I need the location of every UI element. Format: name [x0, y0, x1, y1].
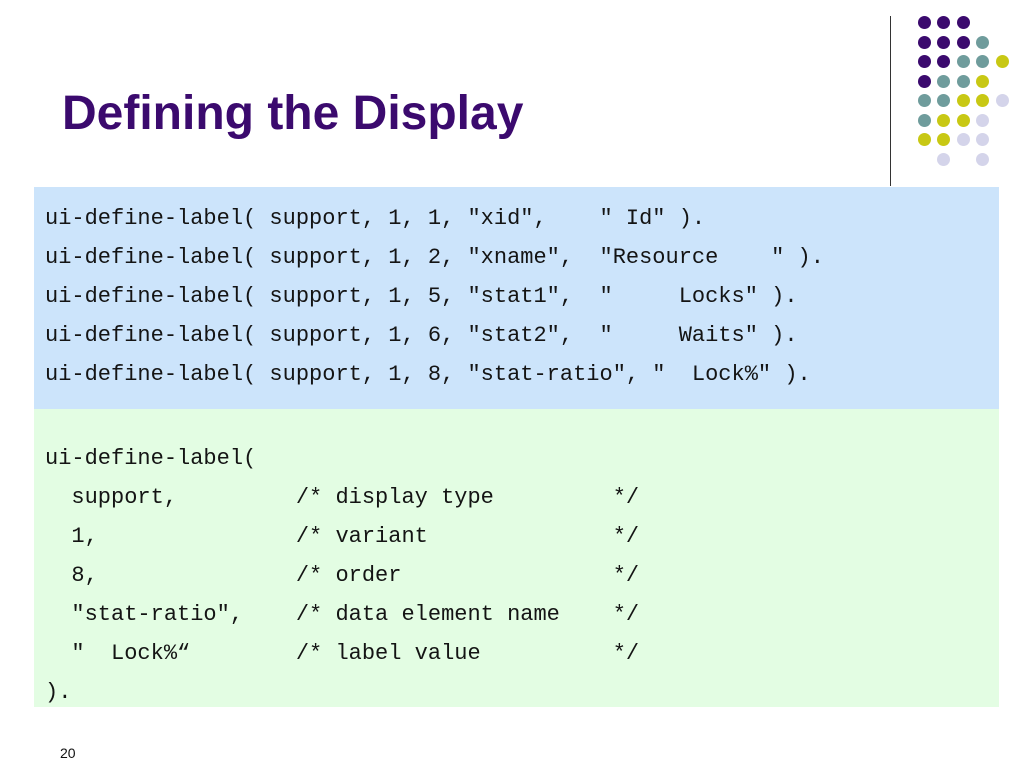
purple-dot	[956, 16, 970, 29]
code-line: ui-define-label( support, 1, 1, "xid", "…	[45, 206, 706, 231]
purple-dot	[917, 55, 931, 68]
lavender-dot	[976, 133, 989, 146]
purple-dot	[937, 16, 950, 29]
code-line: 8, /* order */	[45, 563, 640, 588]
purple-dot	[917, 74, 931, 88]
teal-dot	[917, 94, 931, 107]
page-number: 20	[60, 745, 76, 761]
lavender-dot	[937, 152, 950, 166]
teal-dot	[956, 74, 970, 88]
code-line: ui-define-label(	[45, 446, 257, 471]
code-line: ui-define-label( support, 1, 8, "stat-ra…	[45, 362, 811, 387]
teal-dot	[937, 74, 950, 88]
code-line: 1, /* variant */	[45, 524, 640, 549]
code-line: ui-define-label( support, 1, 5, "stat1",…	[45, 284, 798, 309]
yellow-dot	[956, 94, 970, 107]
purple-dot	[917, 35, 931, 49]
code-line: ).	[45, 680, 72, 705]
code-block-blue: ui-define-label( support, 1, 1, "xid", "…	[34, 187, 999, 409]
purple-dot	[956, 35, 970, 49]
code-line: ui-define-label( support, 1, 2, "xname",…	[45, 245, 824, 270]
yellow-dot	[976, 94, 989, 107]
teal-dot	[976, 55, 989, 68]
yellow-dot	[917, 133, 931, 146]
purple-dot	[937, 55, 950, 68]
lavender-dot	[995, 94, 1009, 107]
teal-dot	[937, 94, 950, 107]
yellow-dot	[956, 113, 970, 127]
lavender-dot	[976, 113, 989, 127]
slide-title: Defining the Display	[62, 87, 524, 140]
purple-dot	[917, 16, 931, 29]
code-line: support, /* display type */	[45, 485, 640, 510]
yellow-dot	[937, 113, 950, 127]
lavender-dot	[956, 133, 970, 146]
code-line: ui-define-label( support, 1, 6, "stat2",…	[45, 323, 798, 348]
code-line: " Lock%“ /* label value */	[45, 641, 640, 666]
code-line: "stat-ratio", /* data element name */	[45, 602, 640, 627]
purple-dot	[937, 35, 950, 49]
divider-line	[890, 16, 891, 186]
teal-dot	[917, 113, 931, 127]
lavender-dot	[976, 152, 989, 166]
yellow-dot	[976, 74, 989, 88]
code-block-green: ui-define-label( support, /* display typ…	[34, 409, 999, 707]
yellow-dot	[995, 55, 1009, 68]
yellow-dot	[937, 133, 950, 146]
teal-dot	[976, 35, 989, 49]
teal-dot	[956, 55, 970, 68]
